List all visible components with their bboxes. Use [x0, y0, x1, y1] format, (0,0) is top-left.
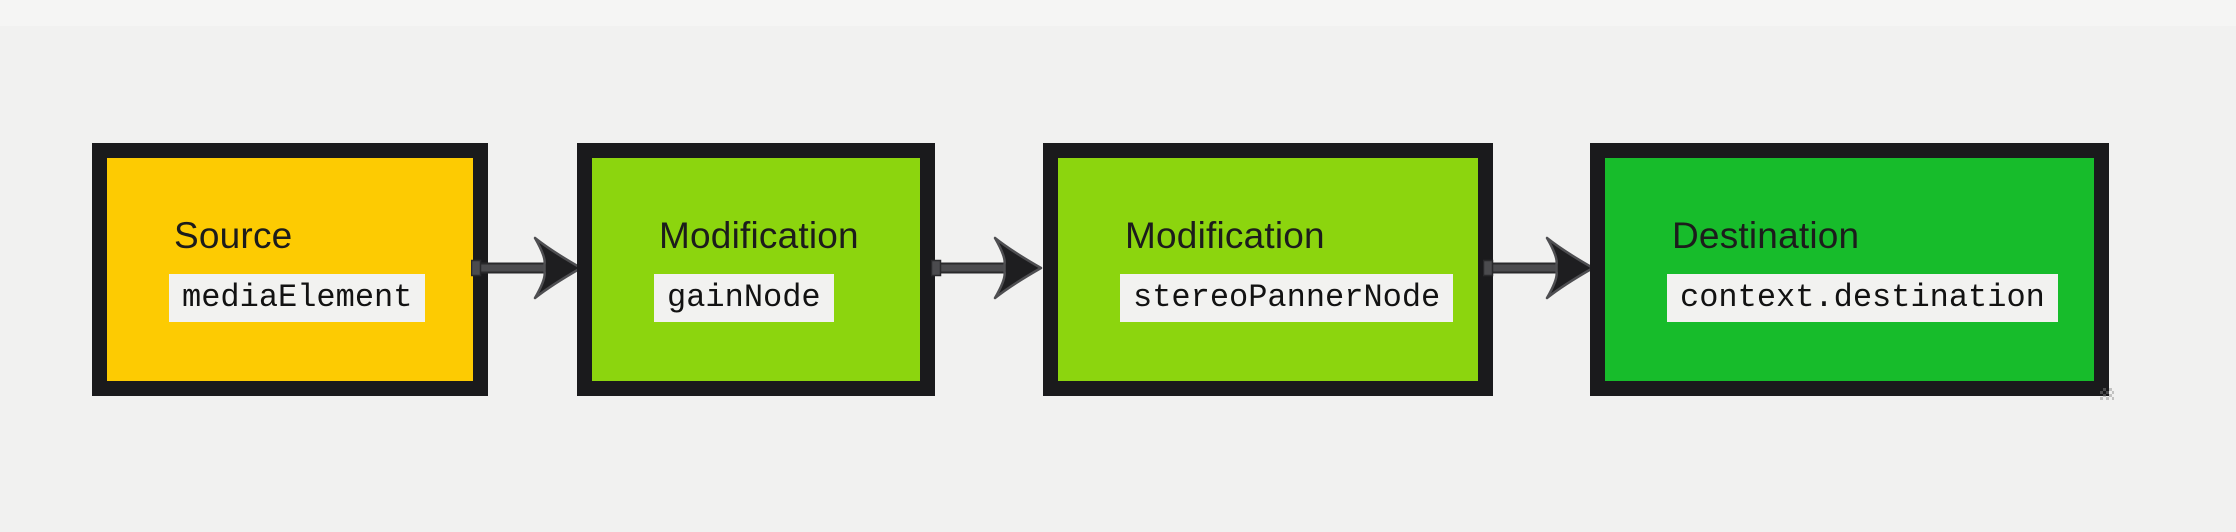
- node-modification-panner-body: Modification stereoPannerNode: [1058, 158, 1478, 381]
- top-band: [0, 0, 2236, 26]
- node-source-body: Source mediaElement: [107, 158, 473, 381]
- node-label: Source: [174, 215, 293, 257]
- node-code-chip: gainNode: [654, 273, 834, 322]
- node-modification-panner: Modification stereoPannerNode: [1043, 143, 1493, 396]
- node-label: Modification: [659, 215, 859, 257]
- node-destination: Destination context.destination: [1590, 143, 2109, 396]
- node-code-chip: context.destination: [1667, 273, 2058, 322]
- node-label: Destination: [1672, 215, 1860, 257]
- node-code-chip: stereoPannerNode: [1120, 273, 1454, 322]
- node-destination-body: Destination context.destination: [1605, 158, 2094, 381]
- resize-handle-artifact: [2100, 388, 2114, 400]
- node-label: Modification: [1125, 215, 1325, 257]
- right-arrow-icon: [1483, 236, 1595, 300]
- node-modification-gain: Modification gainNode: [577, 143, 935, 396]
- node-code-chip: mediaElement: [169, 273, 426, 322]
- right-arrow-icon: [931, 236, 1043, 300]
- node-source: Source mediaElement: [92, 143, 488, 396]
- right-arrow-icon: [471, 236, 583, 300]
- node-modification-gain-body: Modification gainNode: [592, 158, 920, 381]
